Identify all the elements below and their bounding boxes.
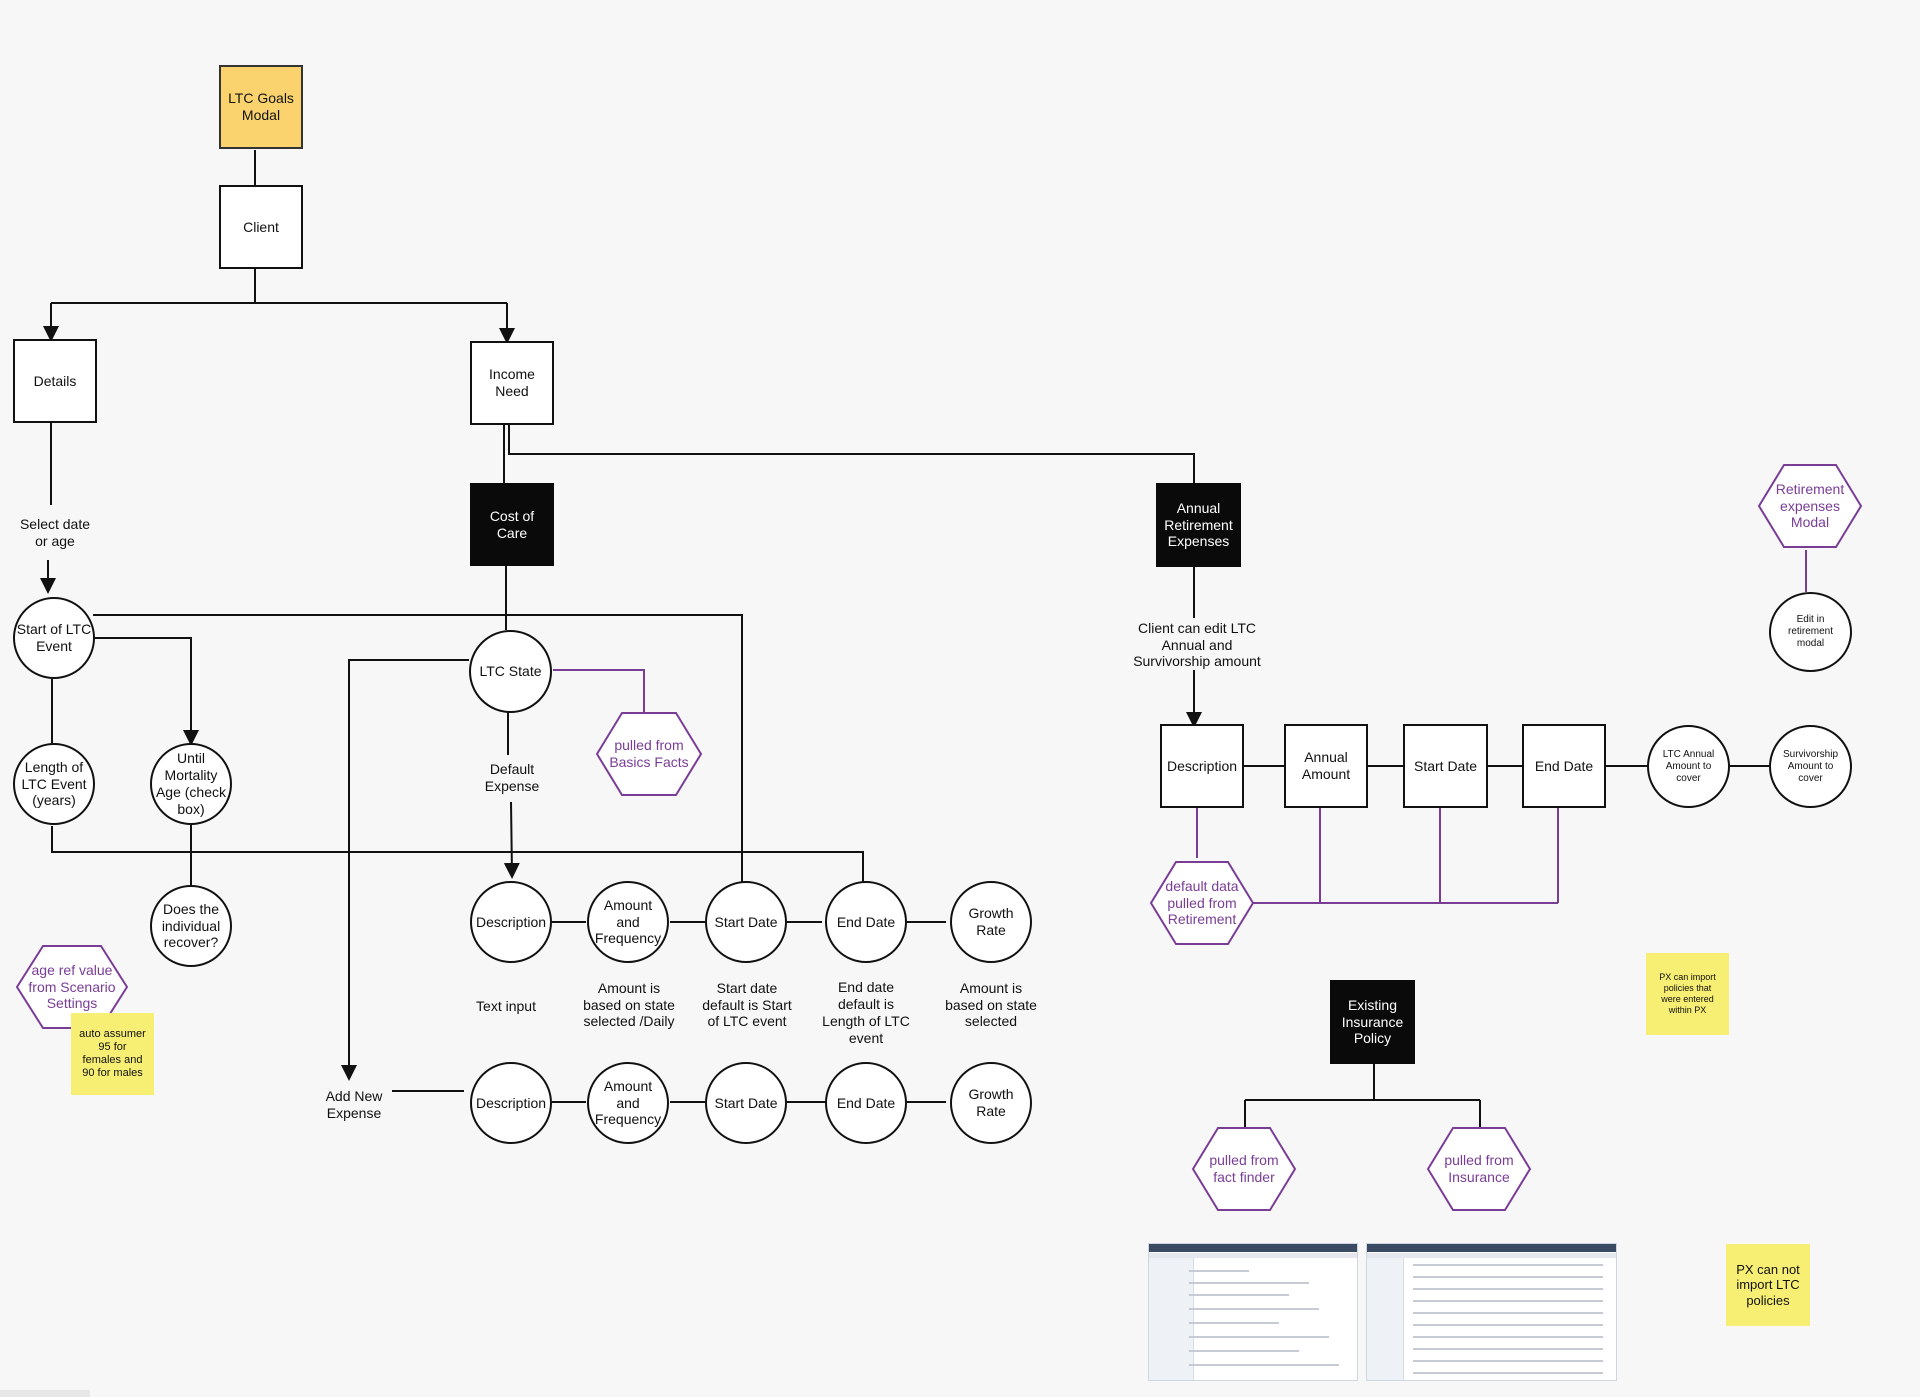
long-term-care-screenshot-thumbnail — [1148, 1243, 1358, 1381]
row2-end-date-circle: End Date — [825, 1062, 907, 1144]
pulled-from-basics-facts-hex: pulled from Basics Facts — [595, 712, 703, 796]
text-input-label: Text input — [476, 997, 536, 1014]
retirement-start-date-box: Start Date — [1403, 724, 1488, 808]
does-individual-recover-circle: Does the individual recover? — [150, 885, 232, 967]
auto-assume-sticky: auto assumer 95 for females and 90 for m… — [71, 1013, 154, 1095]
pulled-from-insurance-hex: pulled from Insurance — [1426, 1127, 1532, 1211]
ltc-state-circle: LTC State — [469, 630, 552, 713]
ltc-goals-modal-box: LTC Goals Modal — [219, 65, 303, 149]
start-of-ltc-event-circle: Start of LTC Event — [13, 597, 95, 679]
end-date-default-label: End date default is Length of LTC event — [822, 979, 910, 1046]
px-can-import-sticky: PX can import policies that were entered… — [1646, 953, 1729, 1035]
retirement-expenses-modal-hex: Retirement expenses Modal — [1757, 464, 1863, 548]
add-new-expense-label: Add New Expense — [325, 1088, 383, 1121]
canvas-footer-strip — [0, 1390, 90, 1397]
growth-amount-based-label: Amount is based on state selected — [945, 979, 1037, 1030]
row2-start-date-circle: Start Date — [705, 1062, 787, 1144]
age-ref-value-hex: age ref value from Scenario Settings — [15, 945, 129, 1029]
details-box: Details — [13, 339, 97, 423]
row1-start-date-circle: Start Date — [705, 881, 787, 963]
client-box: Client — [219, 185, 303, 269]
length-of-ltc-event-circle: Length of LTC Event (years) — [13, 743, 95, 825]
default-data-retirement-hex: default data pulled from Retirement — [1149, 861, 1255, 945]
edit-in-retirement-modal-circle: Edit in retirement modal — [1769, 592, 1852, 672]
existing-insurance-policy-box: Existing Insurance Policy — [1330, 980, 1415, 1064]
income-need-box: Income Need — [470, 341, 554, 425]
row2-growth-rate-circle: Growth Rate — [950, 1062, 1032, 1144]
retirement-annual-amount-box: Annual Amount — [1284, 724, 1368, 808]
cost-of-care-box: Cost of Care — [470, 483, 554, 566]
pulled-from-fact-finder-hex: pulled from fact finder — [1191, 1127, 1297, 1211]
px-can-not-import-sticky: PX can not import LTC policies — [1726, 1244, 1810, 1326]
survivorship-amount-circle: Survivorship Amount to cover — [1769, 725, 1852, 808]
retirement-end-date-box: End Date — [1522, 724, 1606, 808]
row1-growth-rate-circle: Growth Rate — [950, 881, 1032, 963]
select-date-or-age-label: Select date or age — [19, 515, 91, 549]
default-expense-label: Default Expense — [484, 761, 540, 794]
row2-amount-frequency-circle: Amount and Frequency — [587, 1062, 669, 1144]
start-date-default-label: Start date default is Start of LTC event — [702, 979, 792, 1030]
row1-amount-frequency-circle: Amount and Frequency — [587, 881, 669, 963]
until-mortality-age-circle: Until Mortality Age (check box) — [150, 743, 232, 825]
row1-description-circle: Description — [470, 881, 552, 963]
amount-based-on-state-label: Amount is based on state selected /Daily — [583, 979, 675, 1030]
client-can-edit-label: Client can edit LTC Annual and Survivors… — [1133, 619, 1261, 670]
ltc-annual-amount-circle: LTC Annual Amount to cover — [1647, 725, 1730, 808]
retirement-description-box: Description — [1160, 724, 1244, 808]
row1-end-date-circle: End Date — [825, 881, 907, 963]
row2-description-circle: Description — [470, 1062, 552, 1144]
annual-retirement-expenses-box: Annual Retirement Expenses — [1156, 483, 1241, 567]
insurance-screenshot-thumbnail — [1366, 1243, 1617, 1381]
